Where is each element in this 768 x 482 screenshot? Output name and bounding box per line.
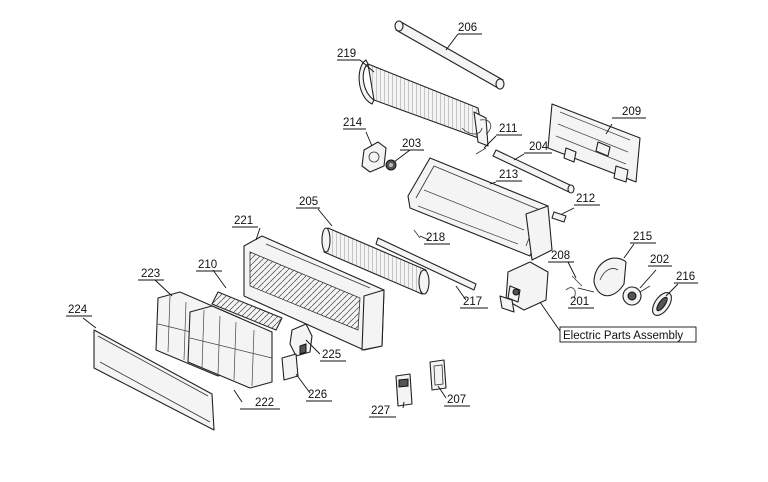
callout-203: 203 <box>402 138 421 150</box>
callout-223: 223 <box>141 268 160 280</box>
callout-213: 213 <box>499 169 518 181</box>
callout-211: 211 <box>499 123 517 135</box>
electric-parts-box <box>499 261 549 313</box>
callout-217: 217 <box>463 296 482 308</box>
part-227-remote-control <box>395 373 413 407</box>
callout-205: 205 <box>299 196 318 208</box>
callout-224: 224 <box>68 304 88 316</box>
part-215-side-cover <box>593 257 627 297</box>
callout-221: 221 <box>234 215 253 227</box>
assembly-label: Electric Parts Assembly <box>563 330 683 342</box>
callout-labels: 206 219 209 214 211 203 204 213 212 205 … <box>66 22 698 418</box>
part-204-shaft <box>492 149 575 194</box>
callout-216: 216 <box>676 271 695 283</box>
callout-226: 226 <box>308 389 327 401</box>
part-207-remote-holder <box>429 359 447 391</box>
part-214-motor-holder <box>361 141 387 173</box>
callout-227: 227 <box>371 405 390 417</box>
part-219-evaporator <box>358 59 492 147</box>
callout-222: 222 <box>255 397 274 409</box>
part-208-wire <box>571 275 583 287</box>
callout-218: 218 <box>426 232 445 244</box>
part-206-pipe <box>394 20 505 90</box>
part-203-bearing <box>385 159 397 171</box>
part-202-motor <box>622 285 651 306</box>
part-212-clip <box>551 211 567 223</box>
part-209-mounting-plate <box>547 103 641 183</box>
part-217-louver <box>375 237 477 291</box>
part-216-cap <box>652 292 672 316</box>
callout-219: 219 <box>337 48 356 60</box>
callout-225: 225 <box>322 349 341 361</box>
callout-212: 212 <box>576 193 595 205</box>
part-210-filter <box>211 291 283 331</box>
callout-214: 214 <box>343 117 363 129</box>
part-218-clip <box>413 229 421 239</box>
part-201-sensor <box>565 287 576 299</box>
part-205-cross-flow-fan <box>321 227 430 295</box>
callout-201: 201 <box>570 296 589 308</box>
part-224-front-panel <box>93 329 215 431</box>
part-223-air-filter <box>155 291 273 389</box>
callout-210: 210 <box>198 259 217 271</box>
callout-204: 204 <box>529 141 549 153</box>
part-225-bracket <box>289 323 313 357</box>
callout-209: 209 <box>622 106 641 118</box>
callout-202: 202 <box>650 254 669 266</box>
part-213-chassis <box>407 157 553 261</box>
callout-215: 215 <box>633 231 652 243</box>
leader-lines <box>82 33 679 409</box>
part-226-cover <box>281 353 299 381</box>
callout-208: 208 <box>551 250 570 262</box>
assembly-label-box <box>559 326 697 343</box>
part-221-front-frame <box>243 235 385 351</box>
callout-206: 206 <box>458 22 477 34</box>
callout-207: 207 <box>447 394 466 406</box>
part-211-clip <box>475 147 487 155</box>
